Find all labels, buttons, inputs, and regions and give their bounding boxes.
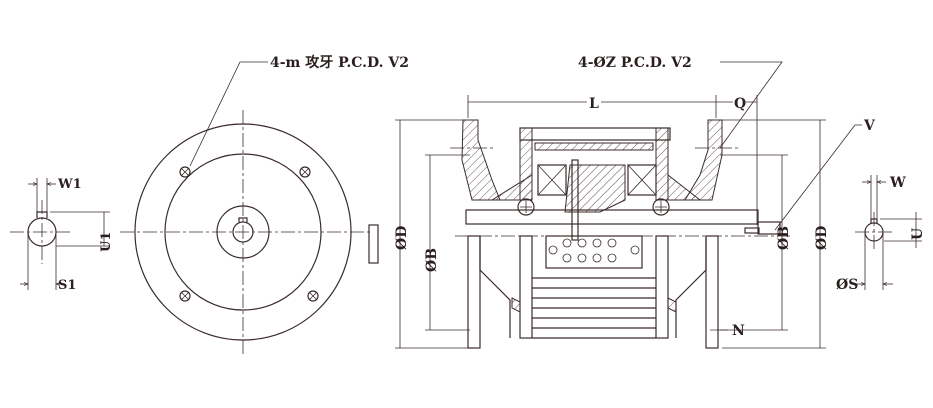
cooling-fins — [532, 277, 656, 339]
side-section-view: ØD ØB L Q 4-ØZ P.C.D. V2 — [394, 55, 876, 349]
terminal-block — [548, 238, 640, 263]
od-left-label: ØD — [394, 226, 410, 250]
u1-label: U1 — [99, 232, 114, 252]
os-label: ØS — [836, 277, 858, 293]
tapped-holes-label: 4-m 攻牙 P.C.D. V2 — [270, 54, 409, 71]
n-label: N — [732, 323, 745, 339]
u-label: U — [910, 228, 926, 240]
length-label: L — [589, 96, 599, 112]
w-label: W — [889, 175, 906, 191]
front-view: 4-m 攻牙 P.C.D. V2 — [120, 54, 409, 355]
tapped-hole-icons — [179, 166, 319, 302]
input-shaft-end-view: W1 U1 S1 — [10, 177, 114, 293]
pcd-label: V — [863, 118, 876, 134]
q-label: Q — [734, 96, 746, 112]
pilot-right-label: ØB — [776, 226, 792, 250]
pilot-left-label: ØB — [424, 248, 440, 272]
s1-label: S1 — [58, 278, 76, 293]
through-holes-label: 4-ØZ P.C.D. V2 — [578, 55, 692, 71]
w1-label: W1 — [57, 177, 82, 192]
output-shaft-end-view: W U ØS — [836, 175, 926, 293]
od-right-label: ØD — [814, 226, 830, 250]
